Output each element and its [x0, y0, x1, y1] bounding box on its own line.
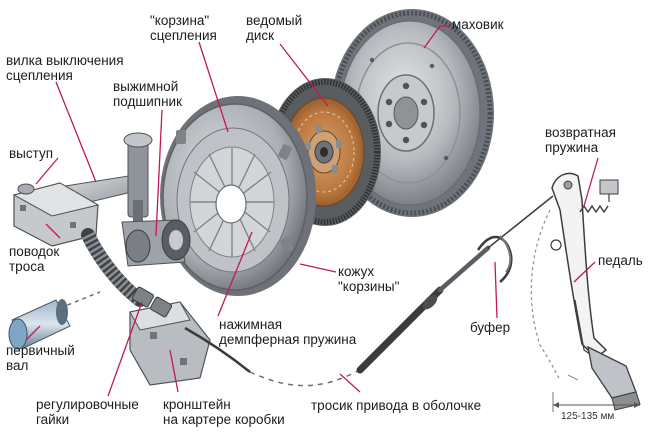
gearbox-bracket-part	[129, 301, 211, 386]
leader-buffer	[494, 261, 498, 319]
leader-driven-disc	[279, 43, 329, 107]
cable-routing	[184, 195, 554, 387]
leader-basket	[198, 41, 229, 133]
label-cable-leash: поводок троса	[9, 244, 60, 274]
cable-leash-part	[12, 182, 100, 247]
leader-sheathed-cable	[339, 373, 361, 393]
label-basket-cover: кожух "корзины"	[338, 264, 400, 294]
leader-input-shaft	[25, 325, 41, 341]
pedal-assembly-part	[530, 172, 641, 411]
label-flywheel: маховик	[452, 17, 504, 32]
leader-adjusting-nuts	[107, 301, 143, 397]
pedal-travel-dimension	[552, 392, 640, 412]
label-release-bearing: выжимной подшипник	[113, 79, 182, 109]
clutch-basket-part	[160, 96, 316, 296]
label-pedal-travel: 125-135 мм	[561, 411, 615, 422]
leader-release-bearing	[155, 109, 163, 237]
label-gearbox-bracket: кронштейн на картере коробки	[163, 397, 285, 427]
adjusting-nuts-part	[131, 286, 173, 318]
leader-return-spring	[583, 157, 599, 207]
input-shaft-part	[8, 291, 101, 350]
return-spring-part	[579, 179, 619, 214]
label-input-shaft: первичный вал	[6, 343, 75, 373]
label-adjusting-nuts: регулировочные гайки	[36, 397, 139, 427]
leader-cable-leash	[45, 223, 61, 239]
label-driven-disc: ведомый диск	[246, 13, 303, 43]
label-release-fork: вилка выключения сцепления	[6, 53, 124, 83]
leader-lines	[25, 25, 599, 397]
label-protrusion: выступ	[9, 146, 54, 161]
release-bearing-part	[121, 219, 191, 267]
label-buffer: буфер	[470, 320, 511, 335]
label-basket: "корзина" сцепления	[150, 13, 217, 43]
leader-gearbox-bracket	[169, 349, 179, 393]
leader-damper-spring	[217, 231, 253, 317]
label-return-spring: возвратная пружина	[545, 125, 616, 155]
leader-release-fork	[55, 81, 97, 183]
leader-pedal	[573, 261, 596, 283]
label-sheathed-cable: тросик привода в оболочке	[311, 398, 482, 413]
label-pedal: педаль	[598, 253, 643, 268]
leader-protrusion	[35, 157, 59, 185]
leader-basket-cover	[299, 263, 337, 273]
label-damper-spring: нажимная демпферная пружина	[219, 317, 357, 347]
leader-flywheel-2	[423, 25, 441, 49]
buffer-part	[476, 235, 513, 283]
